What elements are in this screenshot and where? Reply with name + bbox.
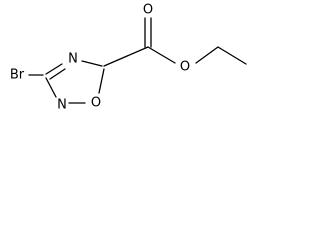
bond-n4-c5 <box>81 60 103 67</box>
bond-c3-n4-second <box>49 68 66 80</box>
bonds <box>28 17 247 104</box>
atom-bromine: Br <box>10 68 25 83</box>
bond-c3-n4 <box>45 63 63 75</box>
atom-ring-oxygen: O <box>91 96 101 111</box>
atom-labels: Br N N O O O <box>10 3 190 113</box>
bond-ch2-ch3 <box>217 46 247 65</box>
atom-nitrogen-top: N <box>68 52 78 67</box>
atom-ester-oxygen: O <box>180 60 190 75</box>
atom-carbonyl-oxygen: O <box>143 3 153 18</box>
bond-carbonyl-ester-o <box>147 46 176 64</box>
bond-ester-o-ch2 <box>195 46 219 64</box>
bond-c5-o1 <box>98 68 105 94</box>
molecule-structure: Br N N O O O <box>10 3 247 113</box>
atom-nitrogen-bottom: N <box>57 98 67 113</box>
bond-n2-c3 <box>45 77 57 98</box>
bond-c5-carbonyl <box>103 46 149 67</box>
